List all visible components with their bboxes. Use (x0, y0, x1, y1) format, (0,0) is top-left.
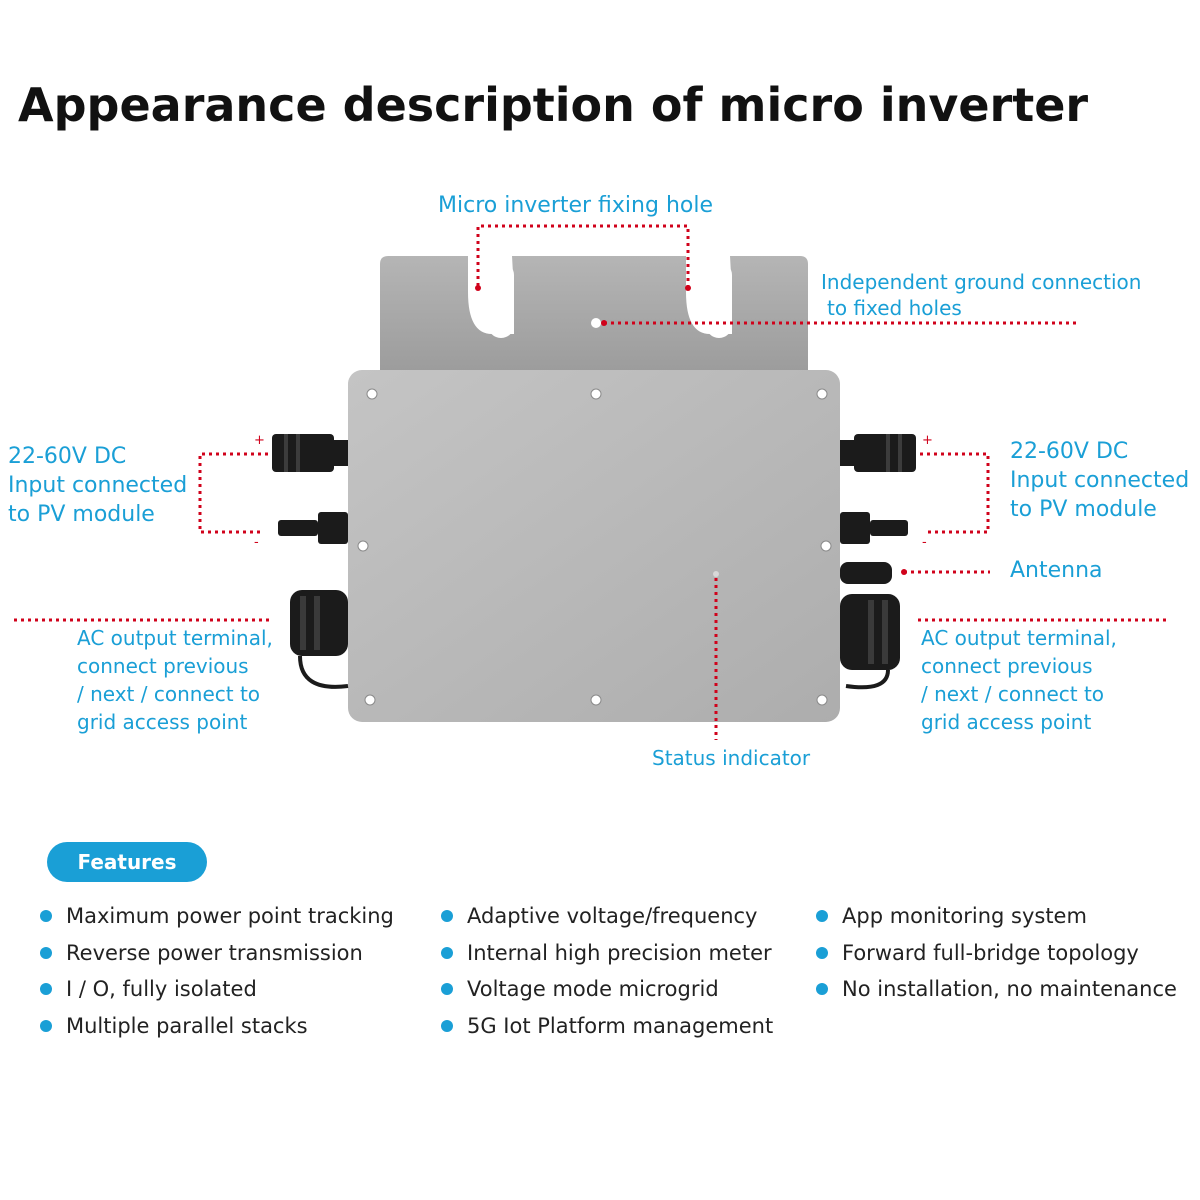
leader-end-dots (475, 285, 907, 575)
bullet-icon (441, 946, 453, 959)
bullet-icon (40, 1019, 52, 1032)
feature-item: 5G Iot Platform management (441, 1008, 773, 1045)
leader-dc-left (198, 452, 268, 534)
label-ac-left-line: grid access point (77, 710, 248, 734)
bullet-icon (40, 983, 52, 996)
feature-text: I / O, fully isolated (66, 977, 257, 1002)
feature-text: Maximum power point tracking (66, 904, 394, 929)
ground-hole (591, 318, 601, 328)
label-ground-line: Independent ground connection (821, 270, 1142, 294)
features-column-2: Adaptive voltage/frequency Internal high… (441, 898, 773, 1044)
label-dc-right-line: 22-60V DC (1010, 439, 1129, 464)
polarity-marks: + - + - (254, 433, 933, 550)
polarity-minus-left: - (254, 535, 259, 550)
bullet-icon (441, 910, 453, 923)
polarity-minus-right: - (922, 535, 927, 550)
label-ac-right-line: AC output terminal, (921, 626, 1117, 650)
leader-dc-right (920, 452, 990, 534)
label-ac-right-line: connect previous (921, 654, 1093, 678)
feature-item: Adaptive voltage/frequency (441, 898, 773, 935)
feature-item: No installation, no maintenance (816, 971, 1177, 1008)
feature-text: Multiple parallel stacks (66, 1013, 308, 1038)
dc-connector-right-positive (840, 434, 916, 472)
label-dc-right-line: to PV module (1010, 497, 1157, 522)
polarity-plus-right: + (922, 433, 933, 448)
label-dc-right-line: Input connected (1010, 468, 1190, 493)
fixing-hole-left (488, 262, 514, 338)
feature-text: Reverse power transmission (66, 940, 363, 965)
label-status-indicator: Status indicator (652, 746, 811, 770)
features-column-1: Maximum power point tracking Reverse pow… (40, 898, 394, 1044)
label-fixing-hole: Micro inverter fixing hole (438, 193, 713, 218)
feature-item: Voltage mode microgrid (441, 971, 773, 1008)
label-dc-input-right: 22-60V DC Input connected to PV module (1010, 437, 1189, 524)
label-ground-connection: Independent ground connection to fixed h… (821, 269, 1141, 321)
feature-item: App monitoring system (816, 898, 1177, 935)
label-ac-output-right: AC output terminal, connect previous / n… (921, 624, 1123, 736)
feature-text: 5G Iot Platform management (467, 1013, 774, 1038)
bullet-icon (816, 910, 828, 923)
label-dc-left-line: 22-60V DC (8, 444, 127, 469)
dc-connector-left-negative (278, 512, 348, 544)
feature-item: Maximum power point tracking (40, 898, 394, 935)
leader-lines (14, 224, 1170, 740)
label-ground-line: to fixed holes (827, 296, 962, 320)
leader-fixing-hole (476, 224, 690, 286)
polarity-plus-left: + (254, 433, 265, 448)
dc-connector-left-positive (272, 434, 348, 472)
status-led (713, 571, 719, 577)
fixing-hole-right (706, 262, 732, 338)
inverter-housing (348, 370, 840, 722)
label-dc-input-left: 22-60V DC Input connected to PV module (8, 442, 187, 529)
bullet-icon (40, 946, 52, 959)
ac-terminal-left (290, 590, 349, 689)
bullet-icon (441, 1019, 453, 1032)
feature-text: Adaptive voltage/frequency (467, 904, 758, 929)
features-badge: Features (47, 842, 207, 882)
label-antenna: Antenna (1010, 558, 1103, 583)
bullet-icon (441, 983, 453, 996)
feature-text: App monitoring system (842, 904, 1087, 929)
page-title: Appearance description of micro inverter (18, 78, 1089, 132)
label-ac-left-line: connect previous (77, 654, 249, 678)
bullet-icon (816, 946, 828, 959)
label-ac-right-line: / next / connect to (921, 682, 1105, 706)
label-ac-left-line: AC output terminal, (77, 626, 273, 650)
feature-text: Forward full-bridge topology (842, 940, 1139, 965)
features-column-3: App monitoring system Forward full-bridg… (816, 898, 1177, 1008)
housing-screws (357, 388, 832, 706)
bullet-icon (816, 983, 828, 996)
feature-item: Internal high precision meter (441, 935, 773, 972)
label-ac-right-line: grid access point (921, 710, 1092, 734)
feature-item: Forward full-bridge topology (816, 935, 1177, 972)
mounting-bracket (380, 256, 808, 372)
label-ac-left-line: / next / connect to (77, 682, 261, 706)
bullet-icon (40, 910, 52, 923)
feature-text: No installation, no maintenance (842, 977, 1177, 1002)
feature-item: I / O, fully isolated (40, 971, 394, 1008)
label-dc-left-line: Input connected (8, 473, 188, 498)
label-ac-output-left: AC output terminal, connect previous / n… (77, 624, 277, 736)
ac-terminal-right (840, 594, 900, 690)
dc-connector-right-negative (840, 512, 908, 544)
feature-item: Reverse power transmission (40, 935, 394, 972)
feature-text: Internal high precision meter (467, 940, 772, 965)
antenna-stub (840, 562, 892, 584)
label-dc-left-line: to PV module (8, 502, 155, 527)
feature-item: Multiple parallel stacks (40, 1008, 394, 1045)
feature-text: Voltage mode microgrid (467, 977, 719, 1002)
